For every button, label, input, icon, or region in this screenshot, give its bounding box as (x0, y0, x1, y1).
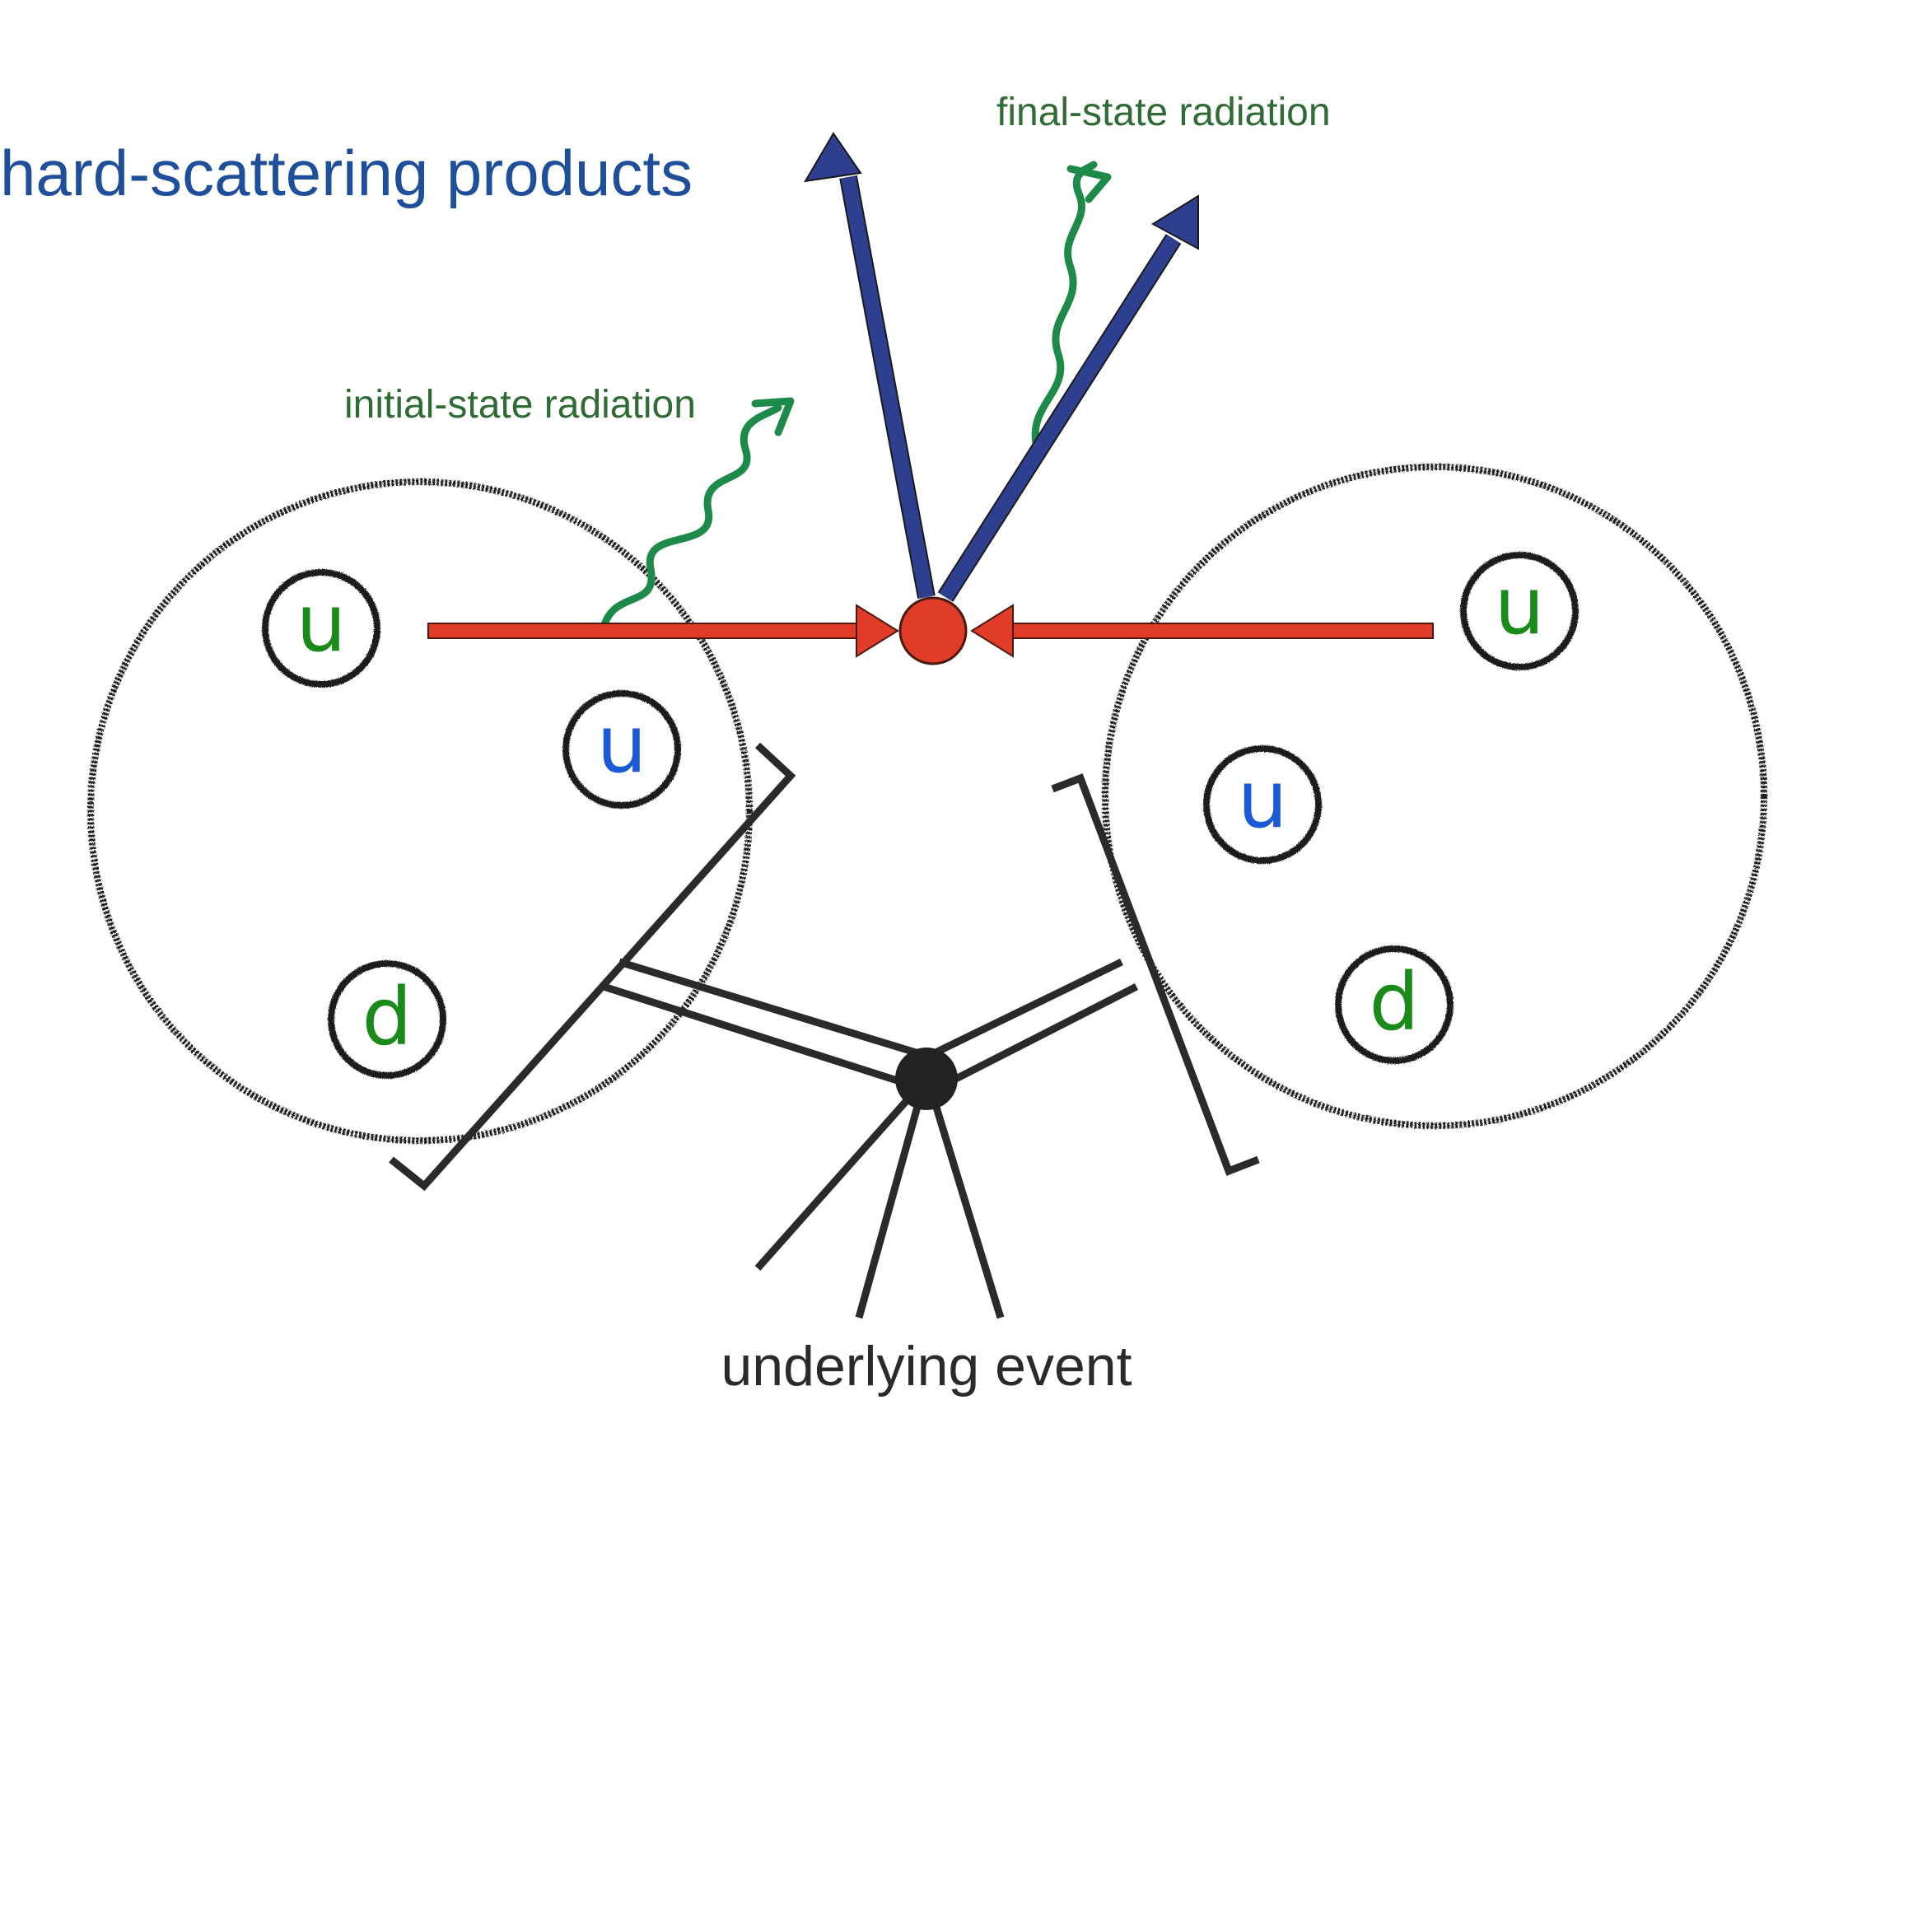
incoming-parton-arrow-left (427, 604, 899, 658)
right-quark-3-label: d (1370, 956, 1420, 1048)
final-state-radiation-label: final-state radiation (996, 91, 1331, 134)
hard-scattering-arrow-left (804, 132, 936, 600)
initial-state-radiation-line (600, 397, 795, 632)
left-quark-2: u (562, 690, 681, 809)
hard-scattering-vertex (898, 596, 968, 665)
right-quark-2: u (1203, 745, 1322, 864)
final-state-radiation-line (1031, 161, 1112, 447)
right-quark-1: u (1460, 552, 1579, 670)
left-quark-1: u (262, 569, 380, 688)
left-quark-3-label: d (362, 971, 413, 1063)
left-remnant-bracket (389, 742, 796, 1192)
incoming-parton-arrow-right (970, 604, 1434, 658)
right-remnant-bracket (1051, 773, 1260, 1176)
right-quark-1-label: u (1495, 560, 1545, 652)
hard-scattering-label: hard-scattering products (0, 137, 693, 209)
underlying-event-label: underlying event (721, 1335, 1132, 1398)
left-quark-1-label: u (296, 577, 347, 670)
left-proton (87, 478, 753, 1144)
initial-state-radiation-label: initial-state radiation (344, 383, 696, 427)
right-remnant-double-line (927, 958, 1139, 1090)
right-proton (1102, 464, 1767, 1129)
right-quark-2-label: u (1238, 754, 1288, 846)
right-quark-3: d (1335, 945, 1454, 1064)
hard-scattering-arrow-right (937, 194, 1199, 602)
left-quark-2-label: u (597, 698, 647, 791)
underlying-event-vertex (895, 1048, 958, 1110)
underlying-event-fan (754, 1080, 1005, 1319)
left-remnant-double-line (602, 958, 928, 1090)
left-quark-3: d (328, 960, 446, 1079)
